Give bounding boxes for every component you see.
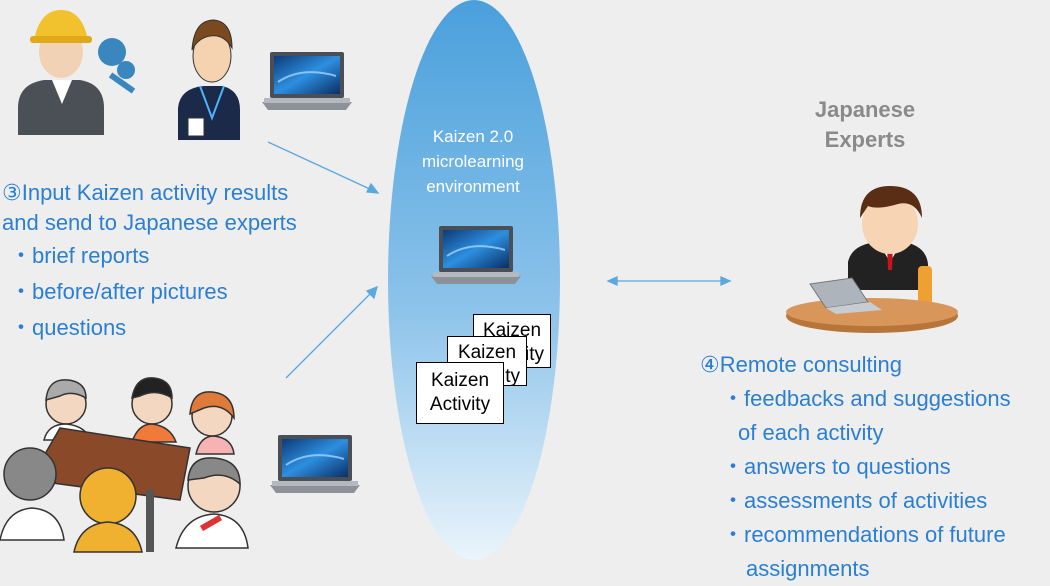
kaizen-card-front-line2: Activity <box>429 394 491 415</box>
office-worker-icon <box>178 19 240 140</box>
ellipse-label-line2: microlearning <box>421 152 525 171</box>
right-item-assessments: ・assessments of activities <box>722 488 988 513</box>
left-heading-line2: and send to Japanese experts <box>2 210 297 235</box>
flow-arrows <box>267 141 732 379</box>
left-item-questions: ・questions <box>10 315 127 340</box>
ellipse-label: Kaizen 2.0 microlearning environment <box>398 124 548 199</box>
right-heading: ④Remote consulting <box>700 352 902 377</box>
laptop-icon-bottom-left <box>269 434 361 494</box>
factory-worker-icon <box>18 10 136 135</box>
right-item-feedbacks: ・feedbacks and suggestions <box>722 386 1011 411</box>
team-meeting-icon <box>0 377 249 553</box>
kaizen-card-front-line1: Kaizen <box>430 370 490 391</box>
kaizen-card-back-line1: Kaizen <box>482 320 542 341</box>
experts-title: Japanese Experts <box>800 95 930 155</box>
left-text-block: ③Input Kaizen activity results and send … <box>2 178 297 346</box>
right-item-recommendations-cont: assignments <box>746 556 870 581</box>
ellipse-label-line3: environment <box>426 177 520 196</box>
kaizen-card-front: Kaizen Activity <box>416 362 504 424</box>
right-item-feedbacks-cont: of each activity <box>738 420 884 445</box>
kaizen-card-middle-line1: Kaizen <box>457 342 517 363</box>
right-item-recommendations: ・recommendations of future <box>722 522 1006 547</box>
left-item-before-after: ・before/after pictures <box>10 279 228 304</box>
right-item-answers: ・answers to questions <box>722 454 951 479</box>
laptop-icon-center <box>430 225 522 285</box>
left-heading-line1: ③Input Kaizen activity results <box>2 180 289 205</box>
experts-title-line1: Japanese <box>814 97 916 122</box>
right-text-block: ④Remote consulting ・feedbacks and sugges… <box>700 348 1011 586</box>
experts-title-line2: Experts <box>824 127 906 152</box>
laptop-icon-top-left <box>261 51 353 111</box>
japanese-expert-icon <box>786 186 958 333</box>
ellipse-label-line1: Kaizen 2.0 <box>432 127 514 146</box>
left-item-brief-reports: ・brief reports <box>10 243 150 268</box>
